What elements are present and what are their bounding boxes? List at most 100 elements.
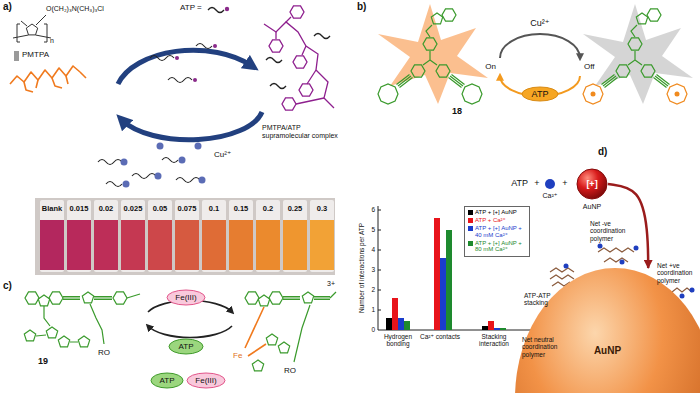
side-chain-formula: O(CH₂)₃N(CH₃)₃Cl [46,5,104,13]
bar [392,298,398,330]
vial-photo [35,198,335,275]
category-label: Hydrogen bonding [377,333,419,348]
bar-chart-axes [378,210,381,310]
annotation: ATP-ATP stacking [524,292,570,307]
probe-copper-complex [667,84,687,104]
legend-text: ATP + [+] AuNP + 80 mM Ca²⁺ [475,240,527,254]
probe-iron-complex [258,295,269,306]
bar [482,326,488,330]
pmtpa-atp-complex [299,84,313,96]
axis-tick: 4 [371,246,375,253]
vial-photo [283,200,307,272]
bar [404,321,410,330]
node-text: ATP [532,89,549,99]
probe-18-structure [462,84,482,104]
node-text: Fe(III) [195,376,216,385]
vial-photo [67,200,91,272]
vial-photo [310,200,334,272]
copper-atp-complex [121,159,128,166]
vial-photo [202,200,226,272]
probe-19-structure [25,292,39,304]
polymer-name: PMTPA [22,50,49,59]
panel-letter: c) [3,280,12,292]
bar [500,328,506,330]
pmtpa-atp-complex [264,6,334,110]
compound-number: 19 [38,356,48,366]
panel-letter: d) [598,146,607,158]
probe-copper-complex [641,65,655,77]
legend-text: ATP + Ca²⁺ [475,217,506,224]
probe-copper-complex [591,92,596,97]
calcium-ion [545,179,555,189]
aunp-sphere-outline [515,268,700,393]
atp-molecule [150,56,174,61]
repeat-index: n [50,37,54,45]
vial-label: 0.3 [317,205,327,214]
ellipse-body [169,339,203,354]
probe-iron-complex [302,292,313,303]
panel-letter: b) [357,1,366,13]
axis-tick: 3 [371,266,375,273]
node-text: AuNP [594,345,621,357]
legend-text: ATP + [+] AuNP + 40 mM Ca²⁺ [475,225,527,239]
copper-atp-complex [157,143,164,150]
copper-atp-complex [155,173,162,180]
axis-tick: 5 [371,226,375,233]
legend-text: ATP + [+] AuNP [475,209,517,216]
probe-18-structure [449,75,465,88]
atp-ellipse: ATP [150,372,184,389]
vial-photo [40,200,64,272]
vial-photo [229,200,253,272]
vial-photo [121,200,145,272]
pmtpa-atp-complex [276,17,324,104]
atp-coordination-cluster [634,246,639,251]
chart-legend: ATP + [+] AuNPATP + Ca²⁺ATP + [+] AuNP +… [464,206,530,257]
probe-18-structure [378,84,398,104]
annotation: Net -ve coordination polymer [590,220,640,242]
axis-tick: 1 [371,306,375,313]
node-text: ATP [160,376,175,385]
copper-atp-complex [98,143,206,188]
bar [386,318,392,330]
probe-iron-complex [330,292,336,298]
pmtpa-structure [13,15,51,42]
probe-iron-complex [245,307,266,356]
ion-label: Cu²⁺ [530,18,549,28]
copper-atp-complex [106,182,122,187]
probe-copper-complex [631,25,637,37]
legend-swatch [468,241,473,246]
vial-photo [256,200,280,272]
vial-label: 0.15 [234,205,249,214]
switch-arrow [148,300,232,337]
legend-entry: ATP + [+] AuNP [468,209,527,216]
atp-molecule-icon [208,8,224,13]
atp-coordination-cluster [680,294,685,299]
vial-photo [256,220,280,270]
atp-molecule [193,78,197,82]
copper-atp-complex [199,177,206,184]
switch-arrow [148,326,232,338]
ellipse-body [167,290,205,305]
probe-iron-complex [245,292,259,304]
cationic-aunp-circle: [+] [576,168,608,200]
atp-molecule [150,44,217,83]
probe-19-structure [82,292,93,303]
probe-copper-complex [628,51,642,65]
vial-photo [121,220,145,270]
probe-iron-complex [314,297,330,300]
node-text: [+] [586,179,597,189]
bar [434,218,440,330]
axis-tick: 0 [371,326,375,333]
atom-label: RO [98,348,110,357]
vial-label: 0.1 [209,205,219,214]
bar [446,230,452,330]
probe-18-structure [411,65,425,77]
copper-atp-complex [176,178,200,183]
switch-arrow [500,34,580,58]
atp-coordination-cluster [598,244,603,249]
ion-label: Cu²⁺ [214,150,231,159]
pmtpa-atp-complex [290,6,304,18]
probe-copper-complex [616,65,630,77]
ellipse-body [577,169,607,199]
vial-photo [94,220,118,270]
